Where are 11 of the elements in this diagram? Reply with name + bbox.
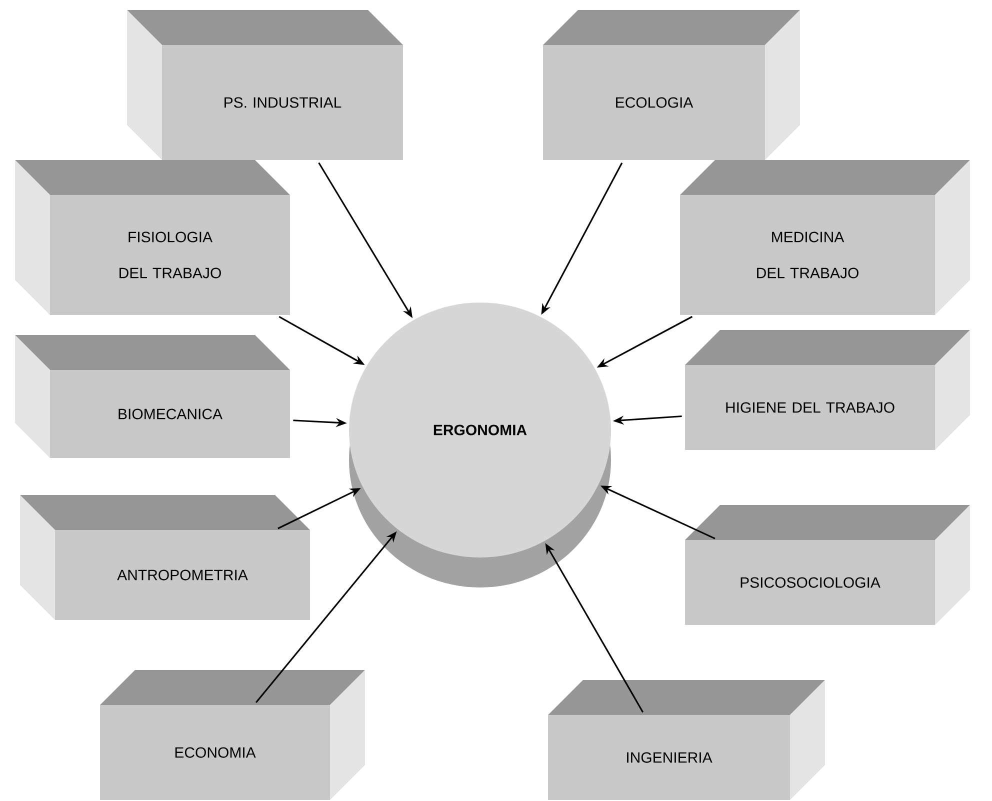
box-3d: FISIOLOGIA DEL TRABAJO <box>15 160 290 315</box>
box-3d: INGENIERIA <box>548 680 826 800</box>
box-3d: MEDICINA DEL TRABAJO <box>680 160 970 315</box>
box-3d: PS. INDUSTRIAL <box>127 10 403 160</box>
box-3d: HIGIENE DEL TRABAJO <box>685 330 970 450</box>
box-3d: PSICOSOCIOLOGIA <box>685 505 970 625</box>
box-3d: ECONOMIA <box>100 670 365 800</box>
box-3d: ECOLOGIA <box>543 10 800 160</box>
box-3d: BIOMECANICA <box>15 335 290 458</box>
box-3d: ANTROPOMETRIA <box>20 495 310 620</box>
cylinder: ERGONOMIA <box>349 302 611 588</box>
